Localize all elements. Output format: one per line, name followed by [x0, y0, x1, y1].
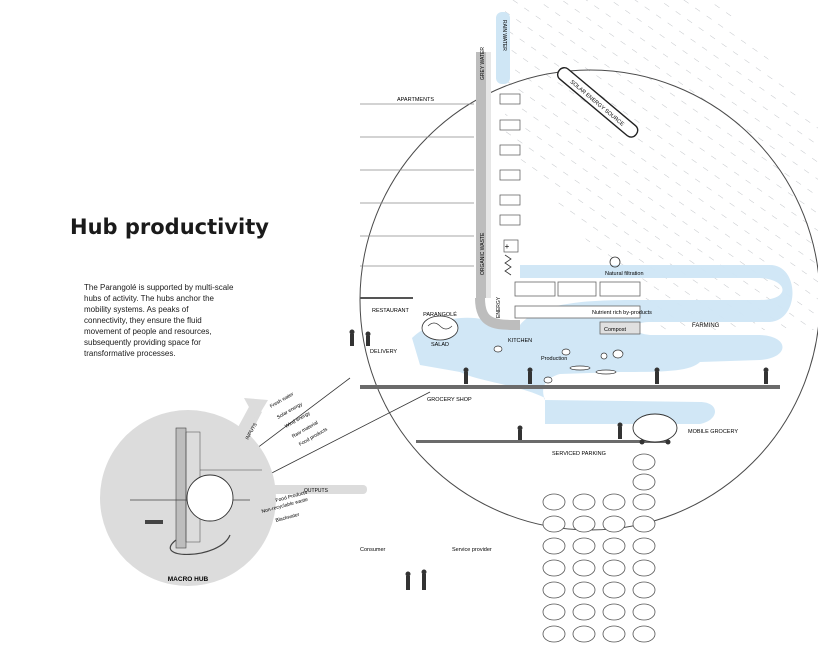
restaurant-label: RESTAURANT	[372, 308, 410, 314]
farming-label: FARMING	[692, 323, 720, 329]
intro-paragraph: The Parangolé is supported by multi-scal…	[84, 283, 234, 358]
filtration-icon	[609, 256, 621, 268]
parking-floor	[416, 440, 666, 443]
add-symbol: +	[505, 242, 510, 251]
grey-water-pipe	[476, 52, 486, 298]
farming-beds	[514, 281, 641, 335]
delivery-label: DELIVERY	[370, 349, 397, 355]
grocery-pods-grid	[542, 453, 656, 643]
nutrient-label: Nutrient rich by-products	[592, 310, 652, 316]
people	[349, 329, 769, 441]
solar-rays	[505, 0, 818, 330]
apartment-units	[499, 93, 521, 253]
produce-icons	[493, 345, 624, 384]
output-item-2: Blackwater	[275, 512, 300, 524]
outputs-arrow: OUTPUTS	[262, 485, 367, 494]
macro-hub-title: MACRO HUB	[168, 576, 209, 583]
apartment-floors	[360, 103, 474, 267]
production-label: Production	[541, 356, 567, 362]
apartments-label: APARTMENTS	[397, 97, 434, 103]
grey-water-label: GREY WATER	[480, 47, 486, 80]
mobile-grocery-label: MOBILE GROCERY	[688, 429, 738, 435]
organic-waste-label: ORGANIC WASTE	[480, 232, 486, 275]
inputs-list: Fresh water Solar energy Wind energy Raw…	[269, 391, 329, 448]
grocery-shop-label: GROCERY SHOP	[427, 397, 472, 403]
legend-provider-label: Service provider	[452, 547, 492, 553]
outputs-label: OUTPUTS	[304, 488, 329, 494]
kitchen-label: KITCHEN	[508, 338, 532, 344]
legend: Consumer Service provider	[360, 547, 492, 590]
serviced-parking-label: SERVICED PARKING	[552, 451, 606, 457]
salad-label: SALAD	[431, 342, 449, 348]
rain-pipe	[496, 12, 510, 84]
page-title: Hub productivity	[70, 215, 269, 239]
parangole-salad-logo: PARANGOLÉ SALAD	[421, 311, 459, 348]
energy-label: ENERGY	[496, 296, 502, 318]
pipe-bend	[475, 297, 521, 330]
water-channel	[412, 265, 793, 424]
connector-line	[261, 391, 431, 479]
legend-consumer-label: Consumer	[360, 547, 386, 553]
grey-water-pipe-edge	[486, 52, 491, 298]
mobile-grocery-pod	[632, 413, 678, 445]
compost-label: Compost	[604, 327, 626, 333]
ground-floor	[360, 385, 780, 389]
energy-zigzag	[504, 254, 512, 276]
parangole-label: PARANGOLÉ	[423, 311, 457, 318]
rain-water-label: RAIN WATER	[501, 20, 507, 51]
natural-filtration-label: Natural filtration	[605, 271, 644, 277]
